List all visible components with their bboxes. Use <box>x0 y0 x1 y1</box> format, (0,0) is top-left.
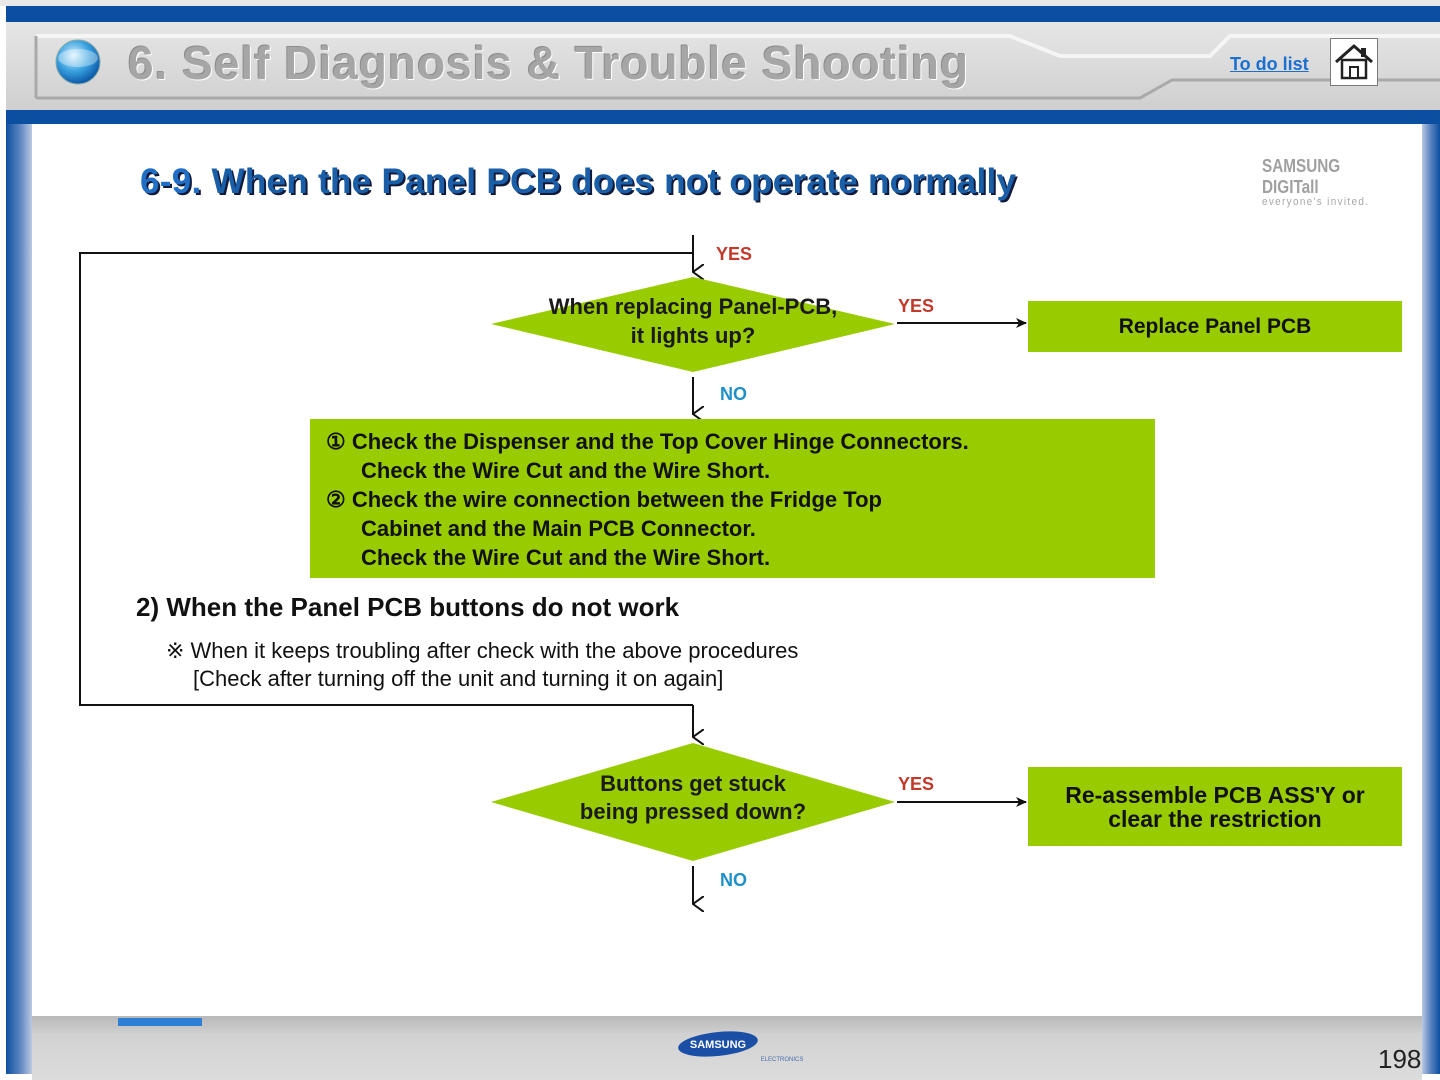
samsung-footer-logo: SAMSUNG ELECTRONICS <box>678 1031 804 1063</box>
check-line-2: Check the Wire Cut and the Wire Short. <box>361 458 771 483</box>
samsung-digitall-logo: SAMSUNG DIGITall everyone's invited. <box>1262 156 1412 208</box>
decision-diamond-2 <box>491 743 895 861</box>
brand-name: SAMSUNG DIGITall <box>1262 156 1341 197</box>
yes-label-2: YES <box>898 774 935 794</box>
top-strip <box>0 0 1440 6</box>
note-line-1: ※ When it keeps troubling after check wi… <box>166 638 799 663</box>
check-line-3: ② Check the wire connection between the … <box>326 487 882 512</box>
check-line-4: Cabinet and the Main PCB Connector. <box>361 516 756 541</box>
reassemble-box: Re-assemble PCB ASS'Y or clear the restr… <box>1028 767 1402 846</box>
footer-accent <box>118 1018 202 1026</box>
section-2-heading: 2) When the Panel PCB buttons do not wor… <box>136 592 680 622</box>
page-number: 198 <box>1378 1044 1422 1074</box>
decision-2-line-2: being pressed down? <box>579 799 807 824</box>
top-blue-bar <box>6 6 1440 22</box>
section-title-text: When the Panel PCB does not operate norm… <box>211 162 1017 201</box>
todo-list-link[interactable]: To do list <box>1230 54 1309 74</box>
page-title: 6. Self Diagnosis & Trouble Shooting <box>128 37 970 89</box>
reassemble-line-2: clear the restriction <box>1108 805 1322 832</box>
content-top-bar <box>6 110 1440 124</box>
check-line-1: ① Check the Dispenser and the Top Cover … <box>326 429 969 454</box>
note-line-2: [Check after turning off the unit and tu… <box>193 666 724 691</box>
footer-logo-sub: ELECTRONICS <box>761 1057 804 1063</box>
header-decoration <box>34 34 1440 100</box>
section-number: 6-9. <box>140 162 202 201</box>
loop-connector <box>79 252 693 706</box>
decision-1-text: When replacing Panel-PCB, it lights up? <box>491 292 895 350</box>
right-frame-border <box>1422 124 1440 1074</box>
globe-icon <box>55 39 101 85</box>
home-icon <box>1335 44 1373 80</box>
brand-slogan: everyone's invited. <box>1262 196 1370 208</box>
footer-logo-text: SAMSUNG <box>690 1039 746 1051</box>
yes-label-top: YES <box>716 244 753 264</box>
replace-panel-pcb-box: Replace Panel PCB <box>1028 301 1402 352</box>
check-procedure-box: ① Check the Dispenser and the Top Cover … <box>310 419 1155 578</box>
left-frame-border <box>6 124 32 1074</box>
check-line-5: Check the Wire Cut and the Wire Short. <box>361 545 771 570</box>
yes-label-1: YES <box>898 296 935 316</box>
decision-1-line-1: When replacing Panel-PCB, <box>548 294 838 319</box>
decision-diamond-1 <box>491 277 895 372</box>
decision-2-line-1: Buttons get stuck <box>600 771 786 796</box>
no-label-1: NO <box>720 384 747 404</box>
reassemble-line-1: Re-assemble PCB ASS'Y or <box>1065 781 1365 808</box>
section-title: 6-9. When the Panel PCB does not operate… <box>140 162 1016 202</box>
decision-1-line-2: it lights up? <box>630 323 756 348</box>
decision-2-text: Buttons get stuck being pressed down? <box>491 770 895 826</box>
home-button[interactable] <box>1330 38 1378 86</box>
no-label-2: NO <box>720 870 747 890</box>
